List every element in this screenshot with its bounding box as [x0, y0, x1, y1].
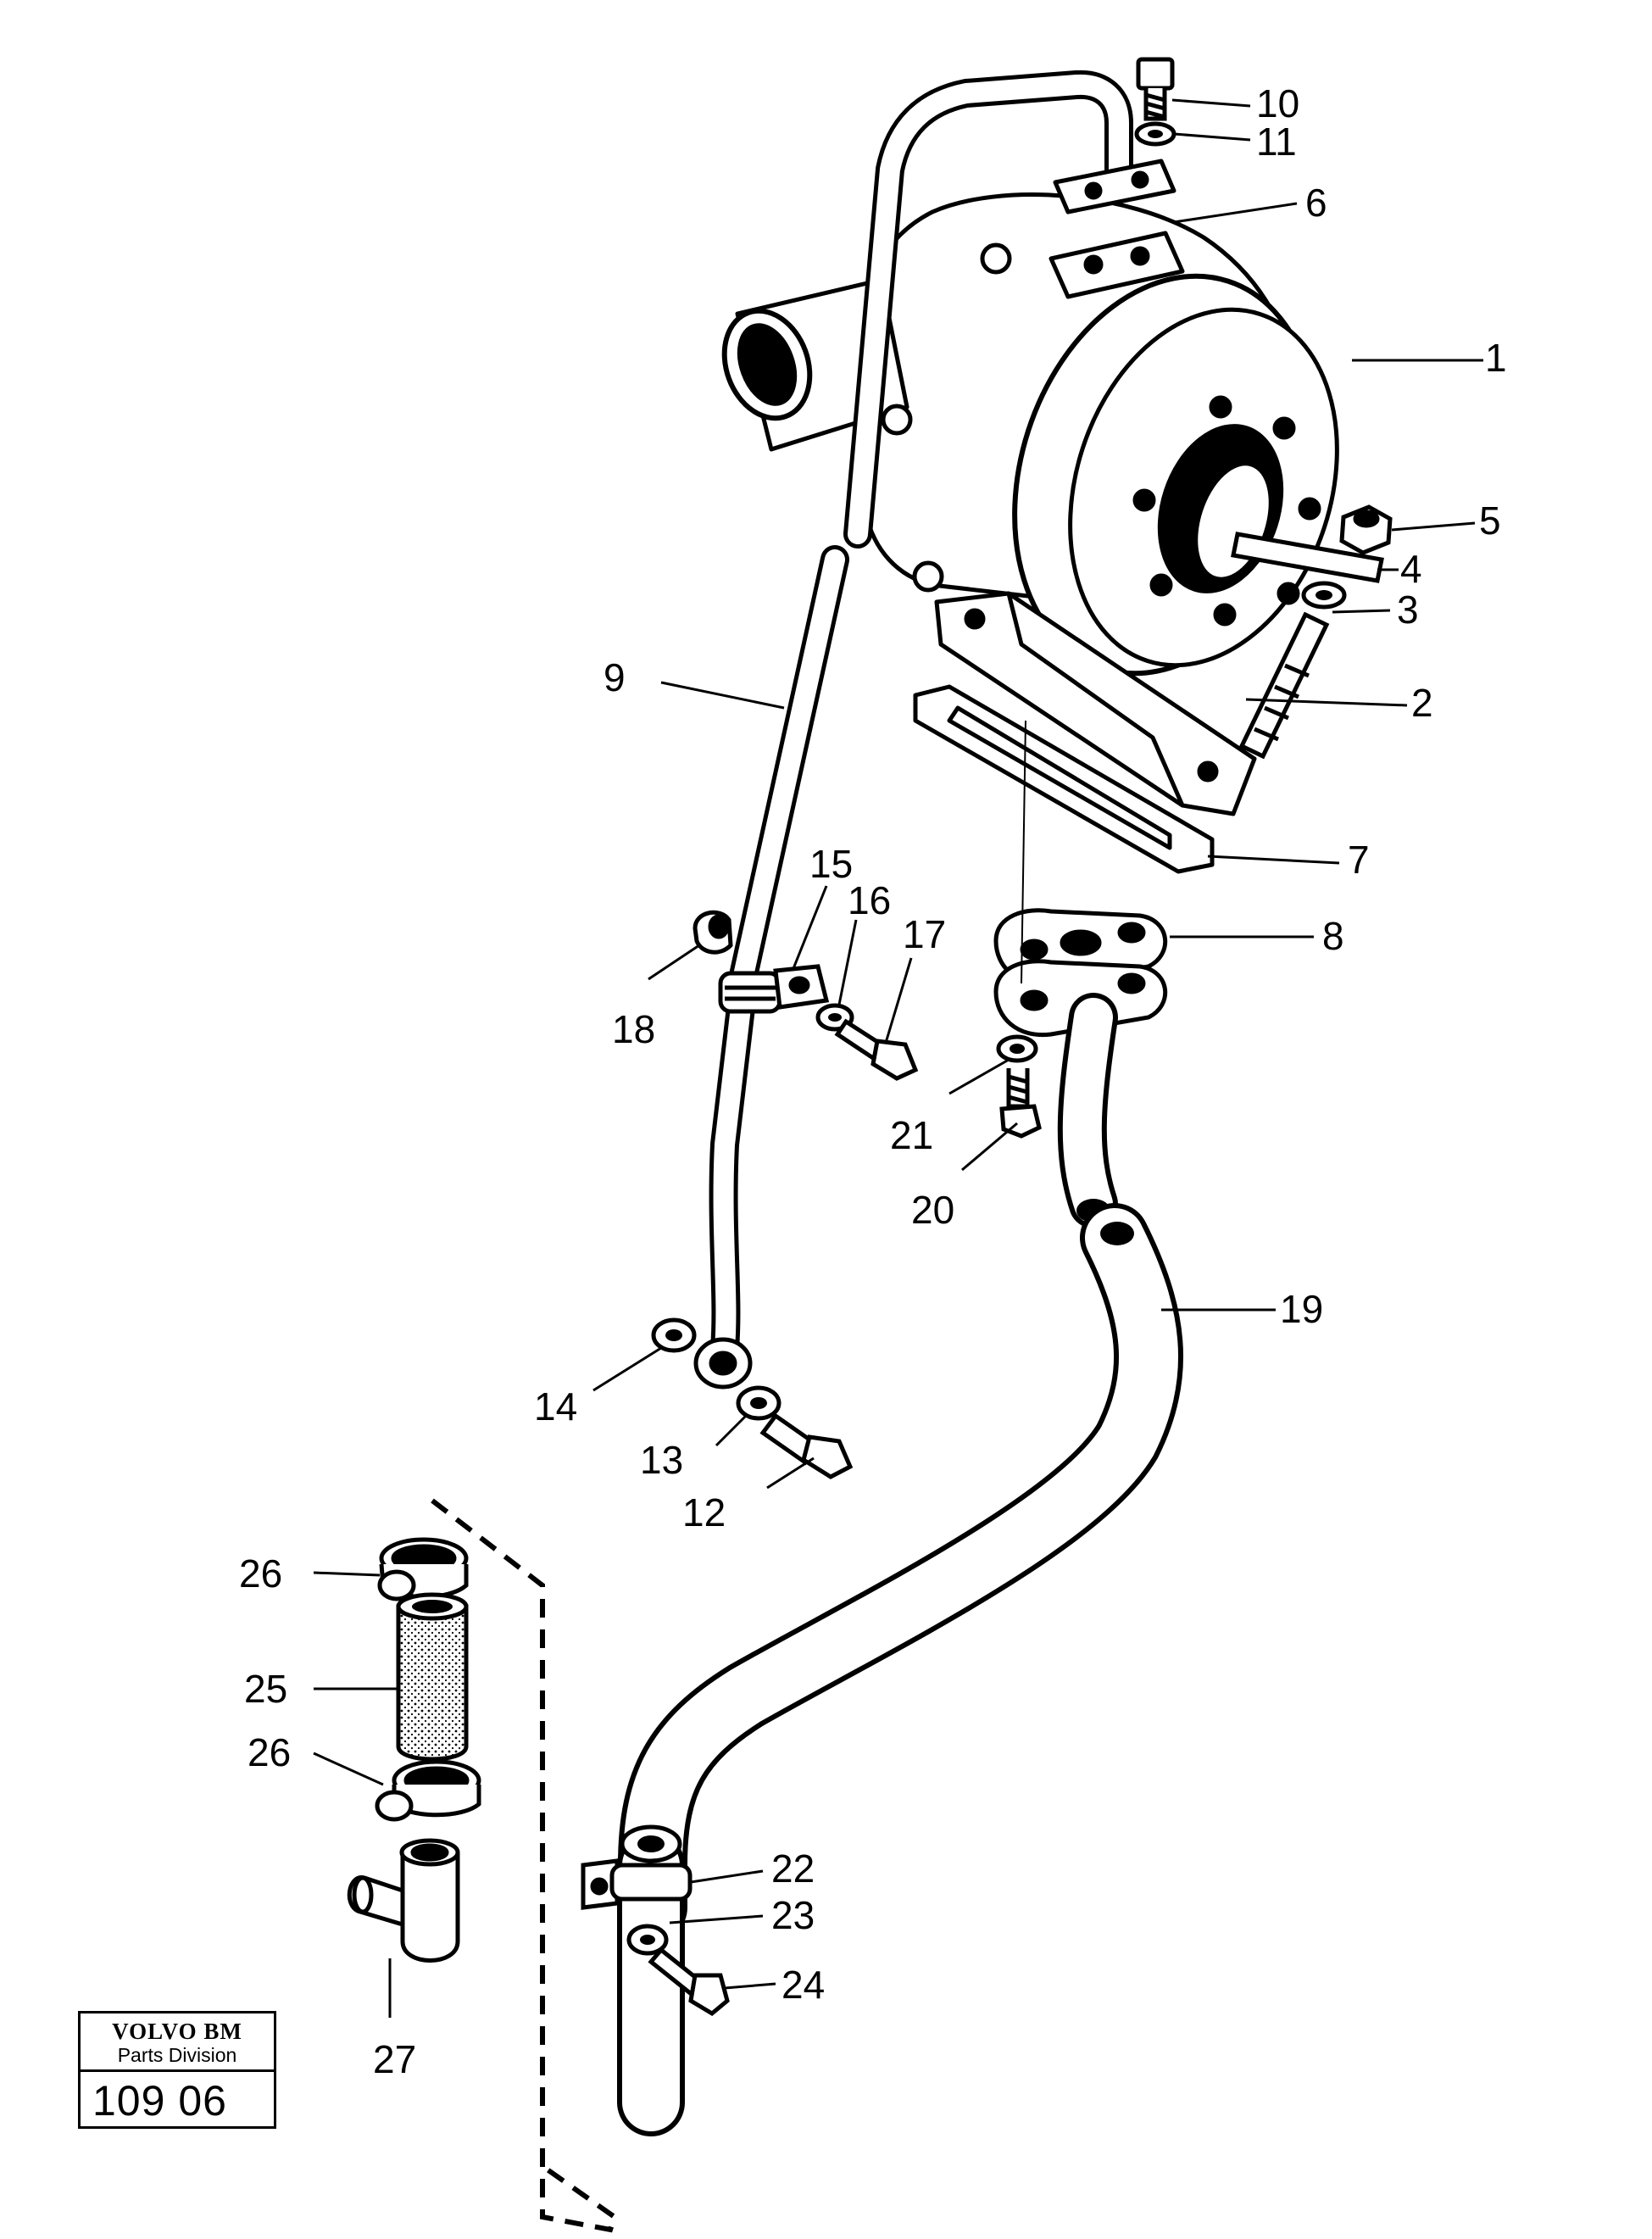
rubber-hose-25 [396, 1592, 469, 1762]
callout-4: 4 [1400, 547, 1422, 591]
callout-27: 27 [373, 2037, 416, 2081]
lock-plate-4 [1231, 532, 1384, 583]
hose-top-end [1100, 1222, 1134, 1245]
spacer-18 [693, 910, 733, 955]
gasket-7 [913, 684, 1215, 874]
callout-2: 2 [1411, 681, 1433, 725]
volvo-bm-parts-stamp: VOLVO BM Parts Division 109 06 [78, 2011, 276, 2129]
stamp-code: 109 06 [92, 2077, 227, 2125]
turbocharger [721, 192, 1339, 816]
hose-clamp-26-upper [377, 1537, 469, 1601]
stud-2 [1238, 611, 1330, 760]
pipe-clip-15 [718, 964, 830, 1014]
callout-26-upper: 26 [239, 1551, 282, 1596]
washer-11-hole [1148, 130, 1163, 138]
banjo-fitting [693, 1337, 753, 1390]
washer-13 [736, 1385, 782, 1421]
callout-10: 10 [1256, 81, 1299, 125]
callout-20: 20 [911, 1188, 954, 1232]
callout-22: 22 [771, 1846, 815, 1891]
callout-1: 1 [1485, 336, 1507, 380]
callout-15: 15 [809, 842, 853, 886]
leader-lines [313, 98, 1483, 2018]
bolt-20 [999, 1068, 1042, 1139]
callout-17: 17 [903, 912, 946, 956]
bolt-17 [834, 1018, 919, 1081]
bolt-24 [648, 1947, 730, 2017]
callout-21: 21 [890, 1113, 933, 1157]
stamp-brand: VOLVO BM [112, 2019, 242, 2044]
callout-16: 16 [848, 878, 891, 922]
hose-clamp-26-lower [375, 1759, 481, 1822]
drain-pipe-bore [637, 1835, 665, 1852]
washer-23 [626, 1924, 669, 1956]
callout-19: 19 [1280, 1287, 1323, 1331]
callout-6: 6 [1305, 181, 1327, 225]
callout-7: 7 [1348, 838, 1370, 882]
oil-feed-flange [1053, 159, 1176, 214]
bolt-10 [1136, 57, 1175, 121]
callout-23: 23 [771, 1893, 815, 1937]
callout-11: 11 [1256, 120, 1297, 164]
washer-21 [996, 1034, 1038, 1063]
nut-5 [1339, 504, 1393, 555]
oil-feed-pipe [709, 70, 1133, 1362]
washer-14 [651, 1317, 697, 1353]
inset-dashed-outline [431, 1498, 618, 2233]
callout-26-lower: 26 [248, 1730, 291, 1774]
callout-12: 12 [682, 1490, 726, 1534]
return-elbow [1057, 993, 1118, 1228]
return-hose-19 [618, 1203, 1184, 1942]
callout-13: 13 [640, 1438, 683, 1482]
callout-5: 5 [1479, 498, 1501, 543]
stamp-divider [81, 2069, 274, 2072]
washer-3-hole [1315, 590, 1332, 600]
stamp-division: Parts Division [117, 2044, 237, 2066]
drain-elbow-27 [347, 1838, 460, 1963]
clamp-22 [581, 1858, 693, 1910]
callout-9: 9 [604, 655, 626, 699]
callout-labels: 1 2 3 4 5 6 7 8 9 10 11 12 13 14 15 16 1… [239, 81, 1507, 2081]
callout-18: 18 [612, 1007, 655, 1051]
banjo-bolt-12 [759, 1412, 854, 1479]
callout-8: 8 [1322, 914, 1344, 958]
callout-24: 24 [782, 1963, 825, 2007]
callout-25: 25 [244, 1667, 287, 1711]
callout-3: 3 [1397, 588, 1419, 632]
callout-14: 14 [534, 1384, 577, 1429]
